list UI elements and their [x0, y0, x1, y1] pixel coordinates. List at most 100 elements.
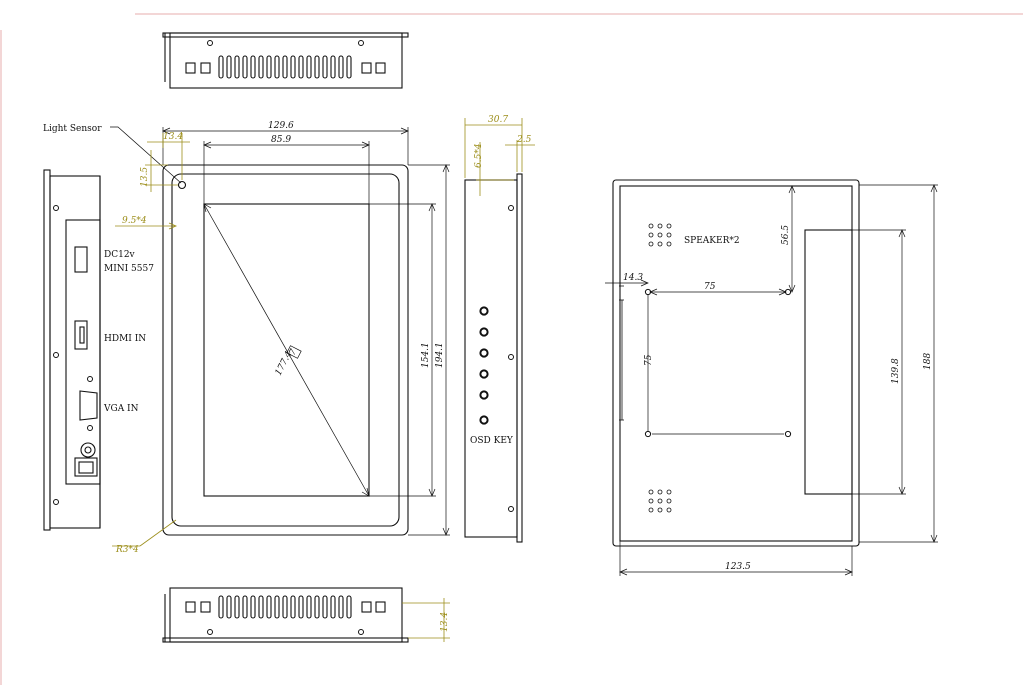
speaker-hole [666, 498, 672, 504]
right-side-bezel [516, 173, 523, 543]
mount-hole [358, 629, 364, 635]
vent-slot [298, 55, 304, 79]
speaker-hole [666, 232, 672, 238]
top-view [162, 32, 409, 89]
vent-slot [338, 55, 344, 79]
front-view: 177.4 7 Light Sensor 129.6 85.9 13.4 13.… [43, 121, 450, 555]
speaker-label: SPEAKER*2 [684, 236, 740, 246]
diagonal-line [203, 203, 370, 497]
osd-button [479, 306, 489, 316]
vent-slot [330, 595, 336, 619]
mini5557-label: MINI 5557 [104, 264, 154, 274]
speaker-hole [657, 507, 663, 513]
speaker-hole [657, 223, 663, 229]
rear-inner-height-dim: 139.8 [891, 358, 901, 384]
mount-hole [53, 499, 59, 505]
speaker-hole [648, 507, 654, 513]
vent-slot [290, 55, 296, 79]
speaker-hole [648, 232, 654, 238]
io-panel [65, 219, 101, 485]
vent-slot [234, 55, 240, 79]
osd-button [479, 369, 489, 379]
vent-slot [282, 55, 288, 79]
vent-slot [298, 595, 304, 619]
vent-slot [258, 55, 264, 79]
speaker-grille [648, 489, 672, 513]
bottom-view: 13.4 [162, 587, 450, 643]
rear-height-dim: 188 [923, 353, 933, 370]
rear-io-cutout [804, 229, 853, 495]
speaker-hole [648, 223, 654, 229]
vent-slot [226, 55, 232, 79]
display-area [203, 203, 370, 497]
speaker-hole [666, 241, 672, 247]
vent-slot [330, 55, 336, 79]
hdmi-connector [74, 320, 88, 350]
vent-slot [266, 55, 272, 79]
side-bezel [43, 169, 51, 531]
viewable-width-dim: 85.9 [271, 135, 291, 145]
bezel-offset-x-dim: 13.4 [163, 132, 183, 142]
mount-hole [53, 205, 59, 211]
vent-slot [314, 595, 320, 619]
vent-slot [290, 595, 296, 619]
mount-hole [508, 354, 514, 360]
vent-slots [218, 595, 352, 619]
bezel-offset-side-dim: 9.5*4 [122, 216, 147, 226]
rear-view: SPEAKER*2 75 75 14.3 56.5 139.8 [605, 179, 938, 576]
speaker-hole [657, 489, 663, 495]
osd-button [479, 390, 489, 400]
osd-button [479, 348, 489, 358]
vent-slot [338, 595, 344, 619]
front-bezel-inner [171, 173, 400, 527]
mount-hole [53, 352, 59, 358]
vesa-x-dim: 75 [704, 282, 716, 292]
left-side-view: DC12v MINI 5557 HDMI IN VGA IN [43, 169, 154, 531]
light-sensor-label: Light Sensor [43, 124, 102, 134]
front-width-dim: 129.6 [268, 121, 294, 131]
speaker-hole [666, 489, 672, 495]
hdmi-in-label: HDMI IN [104, 334, 146, 344]
top-view-body [169, 32, 403, 89]
mount-hole [207, 40, 213, 46]
thin-depth-dim: 2.5 [516, 135, 532, 145]
vesa-hole [644, 430, 652, 438]
vent-slot [306, 55, 312, 79]
rear-hole-offset-x-dim: 14.3 [623, 273, 643, 283]
usb-port [74, 457, 98, 477]
right-side-view: OSD KEY 30.7 2.5 6.5*4 [464, 115, 535, 543]
osd-key-label: OSD KEY [470, 436, 514, 446]
bottom-depth-dim: 13.4 [440, 612, 450, 632]
viewable-height-dim: 154.1 [421, 342, 431, 368]
front-height-dim: 194.1 [435, 342, 445, 368]
vent-slot [346, 595, 352, 619]
speaker-hole [657, 232, 663, 238]
front-bezel-outer [162, 164, 409, 536]
vent-slot [314, 55, 320, 79]
vent-slot [218, 595, 224, 619]
top-view-bezel [162, 32, 409, 38]
rear-width-dim: 123.5 [725, 562, 751, 572]
vesa-hole [784, 430, 792, 438]
vent-slot [250, 595, 256, 619]
speaker-hole [648, 498, 654, 504]
rear-body-outer [612, 179, 860, 547]
vent-slot [218, 55, 224, 79]
speaker-hole [666, 223, 672, 229]
vent-slot [258, 595, 264, 619]
speaker-hole [657, 498, 663, 504]
vent-slot [250, 55, 256, 79]
vent-slot [322, 595, 328, 619]
bottom-view-bezel [162, 637, 409, 643]
vent-slot [266, 595, 272, 619]
osd-button [479, 327, 489, 337]
vent-slot [274, 595, 280, 619]
mount-hole [358, 40, 364, 46]
diagonal-size-dim: 7 [288, 347, 300, 357]
light-sensor-icon [177, 180, 187, 190]
speaker-hole [648, 241, 654, 247]
dc12v-connector [74, 246, 88, 273]
mount-hole [207, 629, 213, 635]
mount-hole [508, 506, 514, 512]
